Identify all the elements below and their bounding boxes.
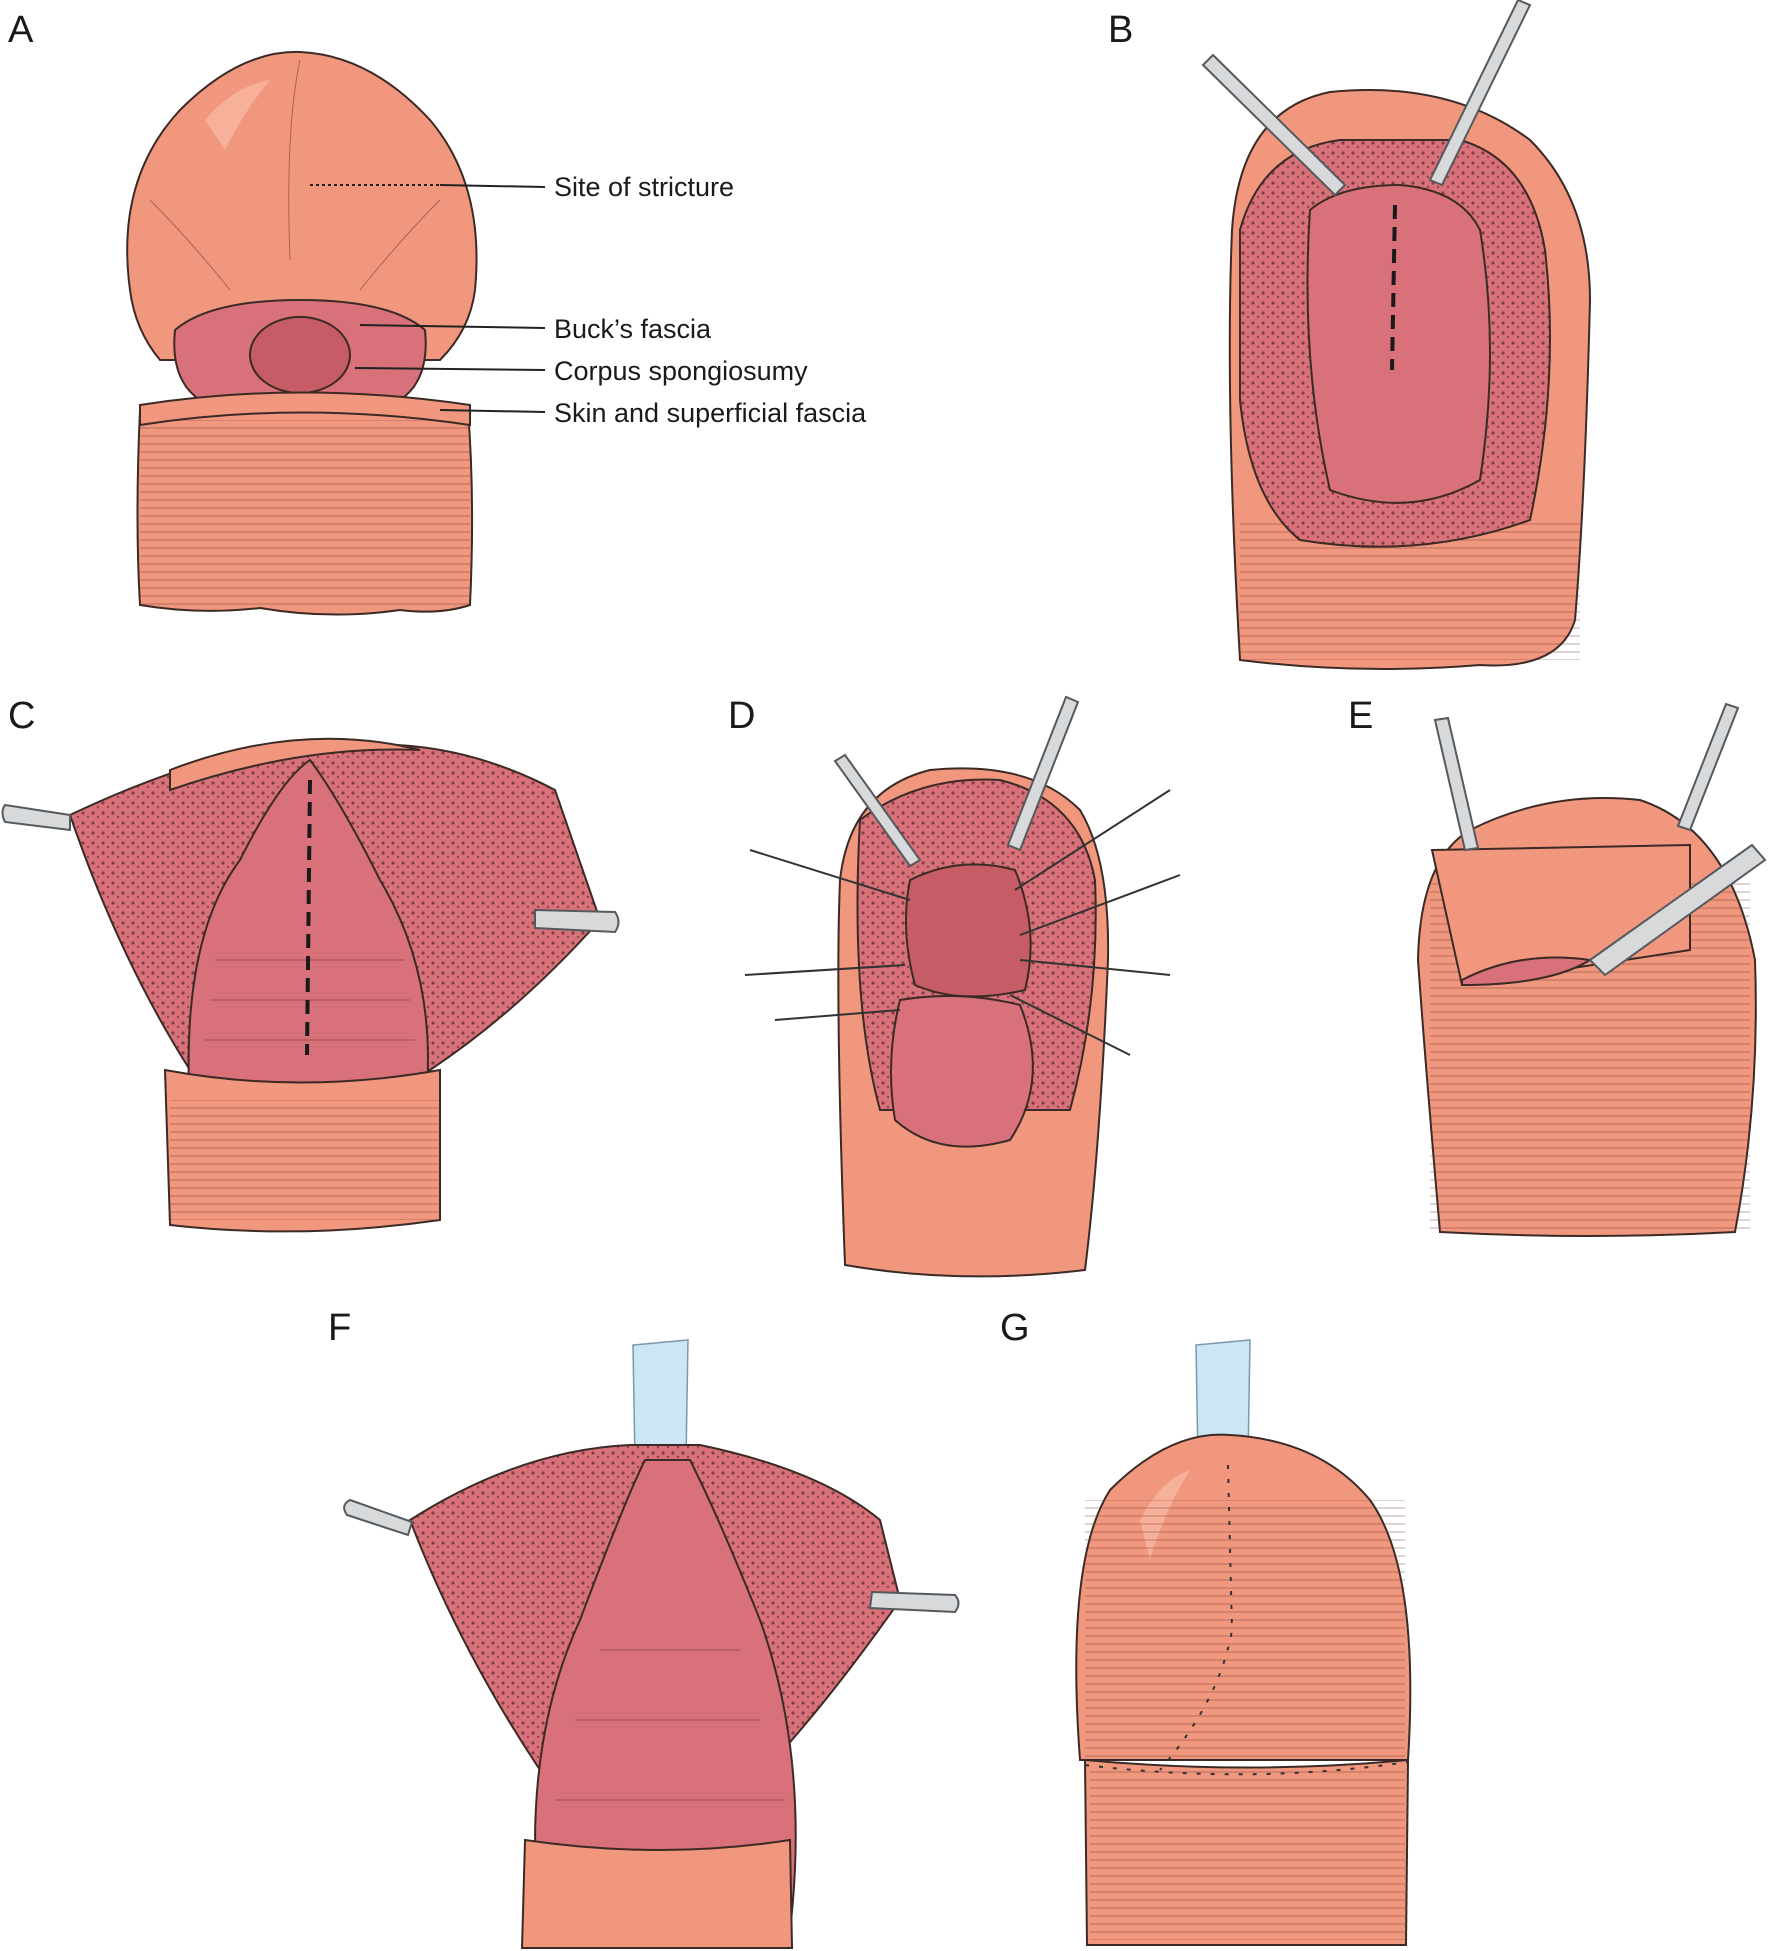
panel-a-leader-bucks xyxy=(359,324,546,329)
panel-g-suture-circumferential xyxy=(1084,1761,1409,1776)
label-bucks-fascia: Buck’s fascia xyxy=(554,314,712,344)
panel-letter-a: A xyxy=(8,9,34,51)
label-skin-superficial-fascia: Skin and superficial fascia xyxy=(554,398,867,428)
panel-a-skin-edge xyxy=(139,391,471,427)
panel-a-shaft-texture xyxy=(140,420,470,610)
panel-a-leader-stricture-solid xyxy=(439,184,546,188)
panel-f: F xyxy=(328,1307,960,1949)
panel-b-retractor-right xyxy=(1428,0,1532,187)
panel-f-catheter xyxy=(632,1339,689,1463)
panel-d-retractor-right xyxy=(1006,695,1080,852)
panel-f-hook-left xyxy=(343,1498,414,1537)
panel-b: B xyxy=(1108,0,1592,670)
panel-c: C xyxy=(1,695,620,1233)
panel-e: E xyxy=(1348,695,1767,1237)
panel-a: A Site of stricture Buck’s fascia Corpus… xyxy=(8,9,867,616)
panel-c-shaft-texture xyxy=(170,1100,440,1220)
panel-d-stay-sutures xyxy=(744,789,1181,1056)
panel-a-leader-corpus xyxy=(354,367,546,371)
panel-c-glans-rim xyxy=(169,737,421,792)
panel-letter-d: D xyxy=(728,695,755,737)
panel-g-texture xyxy=(1085,1500,1405,1760)
panel-b-incision-line xyxy=(1390,204,1397,371)
panel-b-urethra xyxy=(1306,183,1491,504)
panel-f-shaft xyxy=(520,1838,794,1949)
panel-b-retractor-left xyxy=(1201,53,1347,197)
panel-c-incision-line xyxy=(305,779,312,1056)
panel-c-hook-right xyxy=(534,908,620,934)
panel-a-corpus xyxy=(249,316,351,394)
panel-g: G xyxy=(1000,1307,1412,1946)
panel-a-leader-skin xyxy=(439,409,546,413)
panel-e-scissors xyxy=(1588,843,1767,977)
panel-f-urethra xyxy=(534,1459,797,1931)
panel-f-hook-right xyxy=(868,1590,960,1614)
panel-letter-g: G xyxy=(1000,1307,1030,1349)
panel-a-glans-lines xyxy=(149,59,441,291)
panel-letter-f: F xyxy=(328,1307,351,1349)
panel-c-hook-left xyxy=(1,803,71,832)
panel-letter-c: C xyxy=(8,695,35,737)
panel-d: D xyxy=(728,695,1181,1278)
panel-e-retractor-left xyxy=(1433,716,1480,852)
label-site-of-stricture: Site of stricture xyxy=(554,172,734,202)
panel-letter-b: B xyxy=(1108,9,1133,51)
panel-letter-e: E xyxy=(1348,695,1373,737)
panel-e-retractor-right xyxy=(1676,702,1740,832)
panel-a-highlight xyxy=(205,80,270,150)
label-corpus-spongiosum: Corpus spongiosumy xyxy=(554,356,808,386)
panel-d-urethra xyxy=(890,995,1034,1148)
panel-d-retractor-left xyxy=(833,753,922,868)
panel-d-graft xyxy=(905,863,1032,998)
panel-g-shaft-texture xyxy=(1090,1770,1405,1940)
